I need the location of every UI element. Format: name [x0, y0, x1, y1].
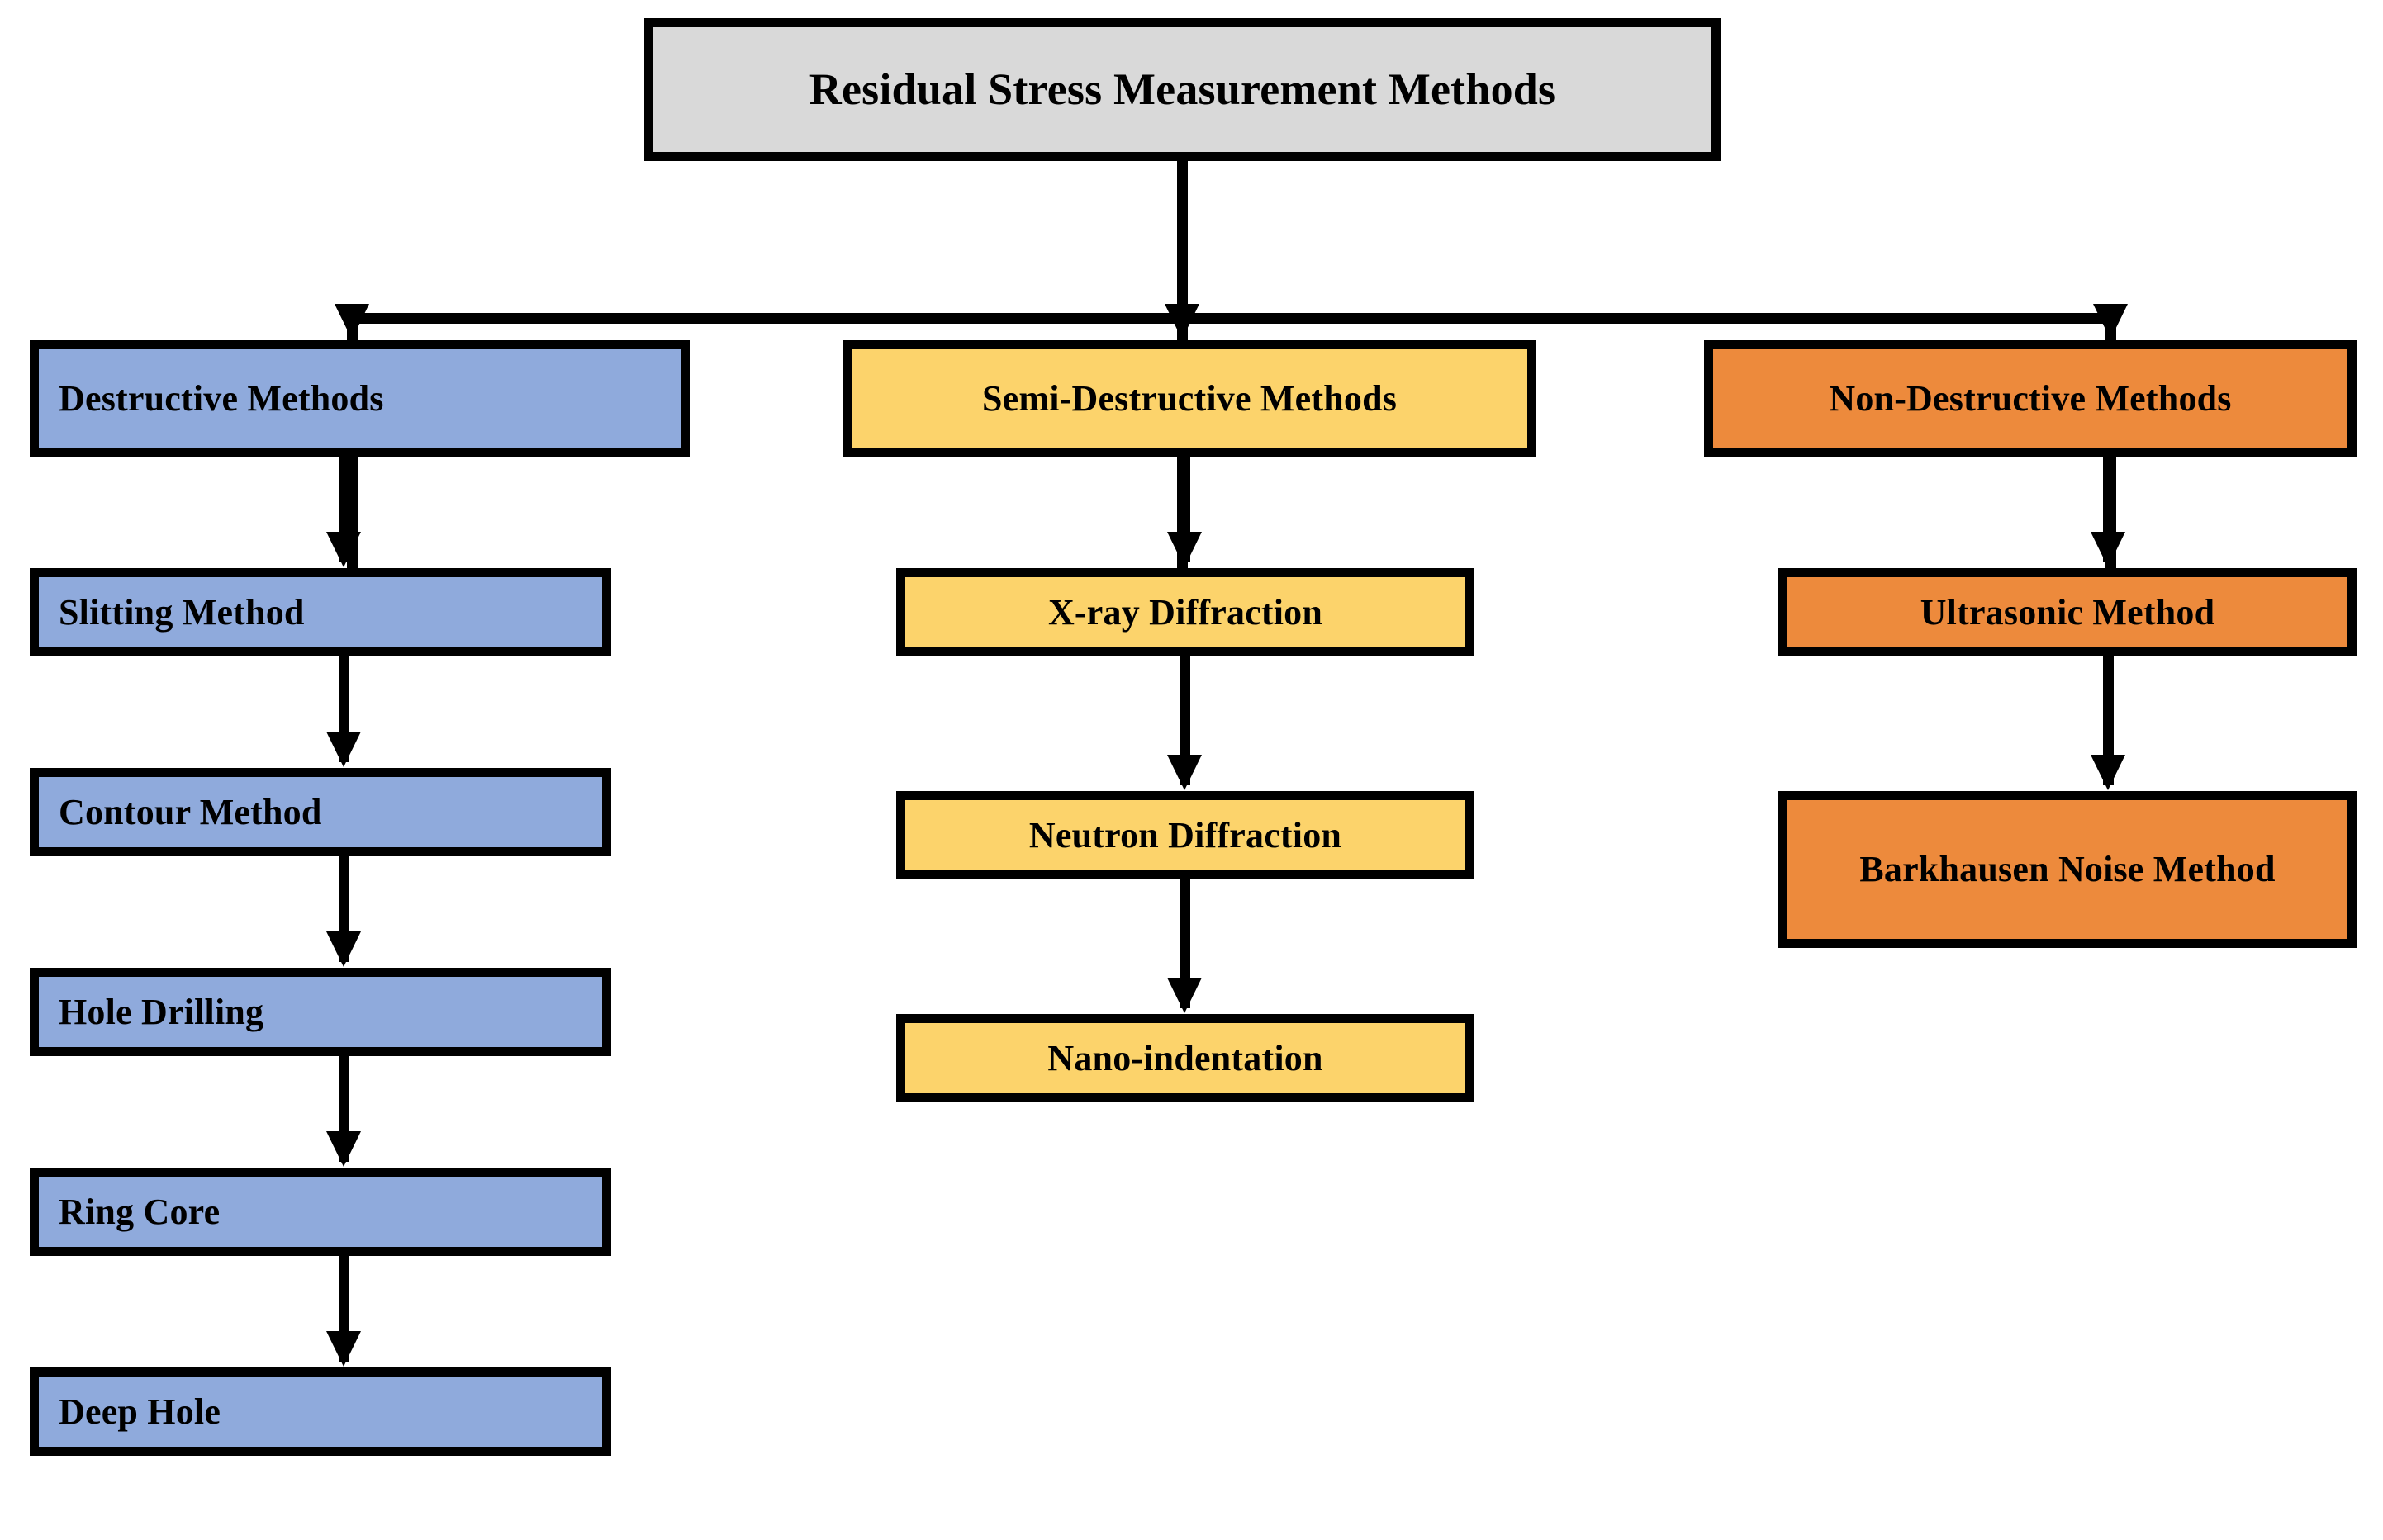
root-node-residual-stress-measurement-methods[interactable]: Residual Stress Measurement Methods	[644, 18, 1721, 161]
node-label-neutron-diffraction: Neutron Diffraction	[1028, 814, 1342, 855]
branch-arrowhead-semi-destructive	[1165, 304, 1199, 339]
node-label-slitting-method: Slitting Method	[59, 591, 305, 633]
connector-line-semi-destructive-2	[1180, 656, 1190, 785]
connector-arrowhead-semi-destructive-2	[1167, 755, 1202, 790]
connector-arrowhead-semi-destructive-3	[1167, 978, 1202, 1013]
node-nano-indentation[interactable]: Nano-indentation	[896, 1014, 1474, 1102]
connector-arrowhead-destructive-1	[326, 532, 361, 567]
branch-header-destructive-methods[interactable]: Destructive Methods	[30, 340, 690, 457]
root-stem-vertical-line	[1177, 161, 1188, 324]
branch-header-semi-destructive-methods[interactable]: Semi-Destructive Methods	[843, 340, 1536, 457]
branch-arrowhead-non-destructive	[2093, 304, 2128, 339]
connector-arrowhead-destructive-4	[326, 1131, 361, 1167]
node-label-contour-method: Contour Method	[59, 791, 322, 832]
connector-arrowhead-non-destructive-2	[2091, 755, 2125, 790]
connector-line-semi-destructive-3	[1180, 879, 1190, 1008]
branch-header-label-semi-destructive: Semi-Destructive Methods	[981, 377, 1398, 419]
node-label-x-ray-diffraction: X-ray Diffraction	[1047, 591, 1323, 633]
connector-arrowhead-destructive-2	[326, 732, 361, 767]
node-label-hole-drilling: Hole Drilling	[59, 991, 264, 1032]
branch-arrowhead-destructive	[335, 304, 369, 339]
node-label-nano-indentation: Nano-indentation	[1047, 1037, 1323, 1078]
node-slitting-method[interactable]: Slitting Method	[30, 568, 611, 656]
connector-arrowhead-destructive-3	[326, 931, 361, 967]
node-ring-core[interactable]: Ring Core	[30, 1168, 611, 1256]
branch-header-label-destructive: Destructive Methods	[59, 377, 384, 419]
connector-line-non-destructive-2	[2103, 656, 2114, 785]
node-deep-hole[interactable]: Deep Hole	[30, 1367, 611, 1456]
node-label-barkhausen-noise-method: Barkhausen Noise Method	[1859, 849, 2276, 890]
connector-arrowhead-semi-destructive-1	[1167, 532, 1202, 567]
root-node-label: Residual Stress Measurement Methods	[809, 64, 1556, 115]
connector-arrowhead-destructive-5	[326, 1331, 361, 1367]
node-x-ray-diffraction[interactable]: X-ray Diffraction	[896, 568, 1474, 656]
node-label-ultrasonic-method: Ultrasonic Method	[1920, 591, 2215, 633]
branch-header-label-non-destructive: Non-Destructive Methods	[1829, 377, 2232, 419]
branch-bus-horizontal-line	[347, 313, 2116, 324]
node-label-deep-hole: Deep Hole	[59, 1391, 221, 1432]
node-contour-method[interactable]: Contour Method	[30, 768, 611, 856]
connector-arrowhead-non-destructive-1	[2091, 532, 2125, 567]
branch-header-non-destructive-methods[interactable]: Non-Destructive Methods	[1704, 340, 2357, 457]
node-neutron-diffraction[interactable]: Neutron Diffraction	[896, 791, 1474, 879]
node-ultrasonic-method[interactable]: Ultrasonic Method	[1778, 568, 2357, 656]
node-label-ring-core: Ring Core	[59, 1191, 221, 1232]
node-barkhausen-noise-method[interactable]: Barkhausen Noise Method	[1778, 791, 2357, 948]
node-hole-drilling[interactable]: Hole Drilling	[30, 968, 611, 1056]
